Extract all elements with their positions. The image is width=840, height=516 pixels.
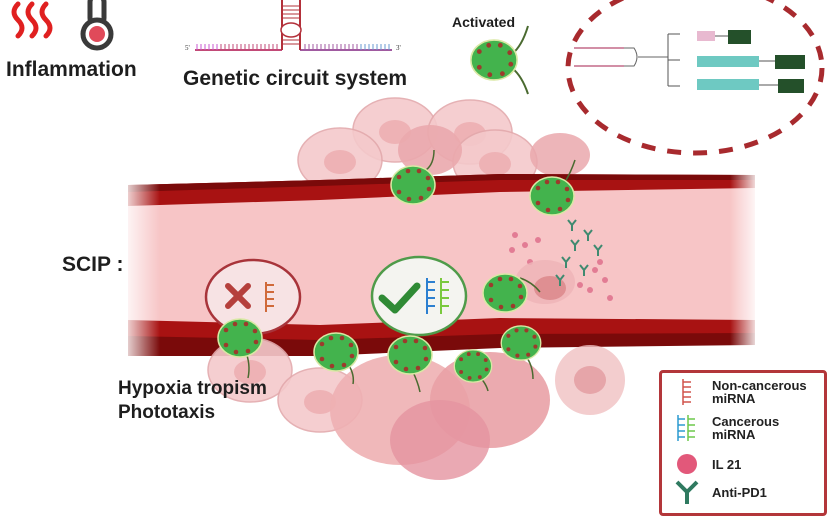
bacterium [500, 325, 542, 380]
legend-label: Non-cancerous [712, 378, 807, 393]
bacterium [217, 318, 263, 379]
five-prime-label: 5' [185, 44, 190, 52]
genetic-circuit-label: Genetic circuit system [183, 67, 408, 90]
non-cancerous-mirna-icon [682, 379, 691, 405]
check-icon [378, 282, 421, 314]
cross-icon [225, 283, 251, 309]
mechanism-labels: Hypoxia tropism Phototaxis [118, 377, 267, 425]
thermometer-icon [80, 0, 114, 51]
legend-label: Anti-PD1 [712, 484, 767, 500]
bacterium [313, 332, 359, 385]
cancerous-mirna-icon [426, 278, 449, 314]
circuit-zoom-outline [565, 0, 825, 156]
cancerous-mirna-icon [677, 415, 695, 441]
gene-circuit-schematic-icon [574, 30, 805, 93]
bacterium [390, 149, 436, 205]
scip-diagram: 5' 3' [11, 0, 825, 480]
bacterium [482, 273, 541, 313]
activated-bacterium-icon [470, 25, 529, 95]
activated-label: Activated [452, 14, 516, 30]
il21-icon [677, 454, 697, 474]
legend-label: IL 21 [712, 456, 742, 472]
legend-label: Cancerous [712, 414, 780, 429]
rna-hairpin-icon [195, 0, 392, 51]
phototaxis-label: Phototaxis [118, 402, 216, 423]
anti-pd1-icon [675, 480, 699, 504]
bacteria [217, 149, 576, 393]
legend-label: miRNA [712, 427, 756, 442]
blood-vessel [120, 170, 760, 365]
non-cancerous-mirna-icon [265, 282, 274, 312]
tissue-cells-top [297, 97, 590, 195]
il21-particles [509, 232, 613, 301]
three-prime-label: 3' [396, 44, 401, 52]
legend-item-anti-pd1: Anti-PD1 [662, 477, 812, 507]
legend-item-il21: IL 21 [662, 449, 812, 479]
cancerous-accepted-bubble [370, 255, 468, 337]
bacterium [387, 335, 433, 393]
bacterium [529, 159, 576, 216]
scip-label: SCIP : [62, 253, 124, 276]
hypoxia-tropism-label: Hypoxia tropism [118, 378, 267, 399]
bacterium [453, 349, 493, 392]
heat-waves-icon [11, 1, 53, 39]
legend-label: miRNA [712, 391, 756, 406]
inflammation-label: Inflammation [6, 58, 137, 81]
tumor-tissue-bottom [207, 337, 625, 480]
